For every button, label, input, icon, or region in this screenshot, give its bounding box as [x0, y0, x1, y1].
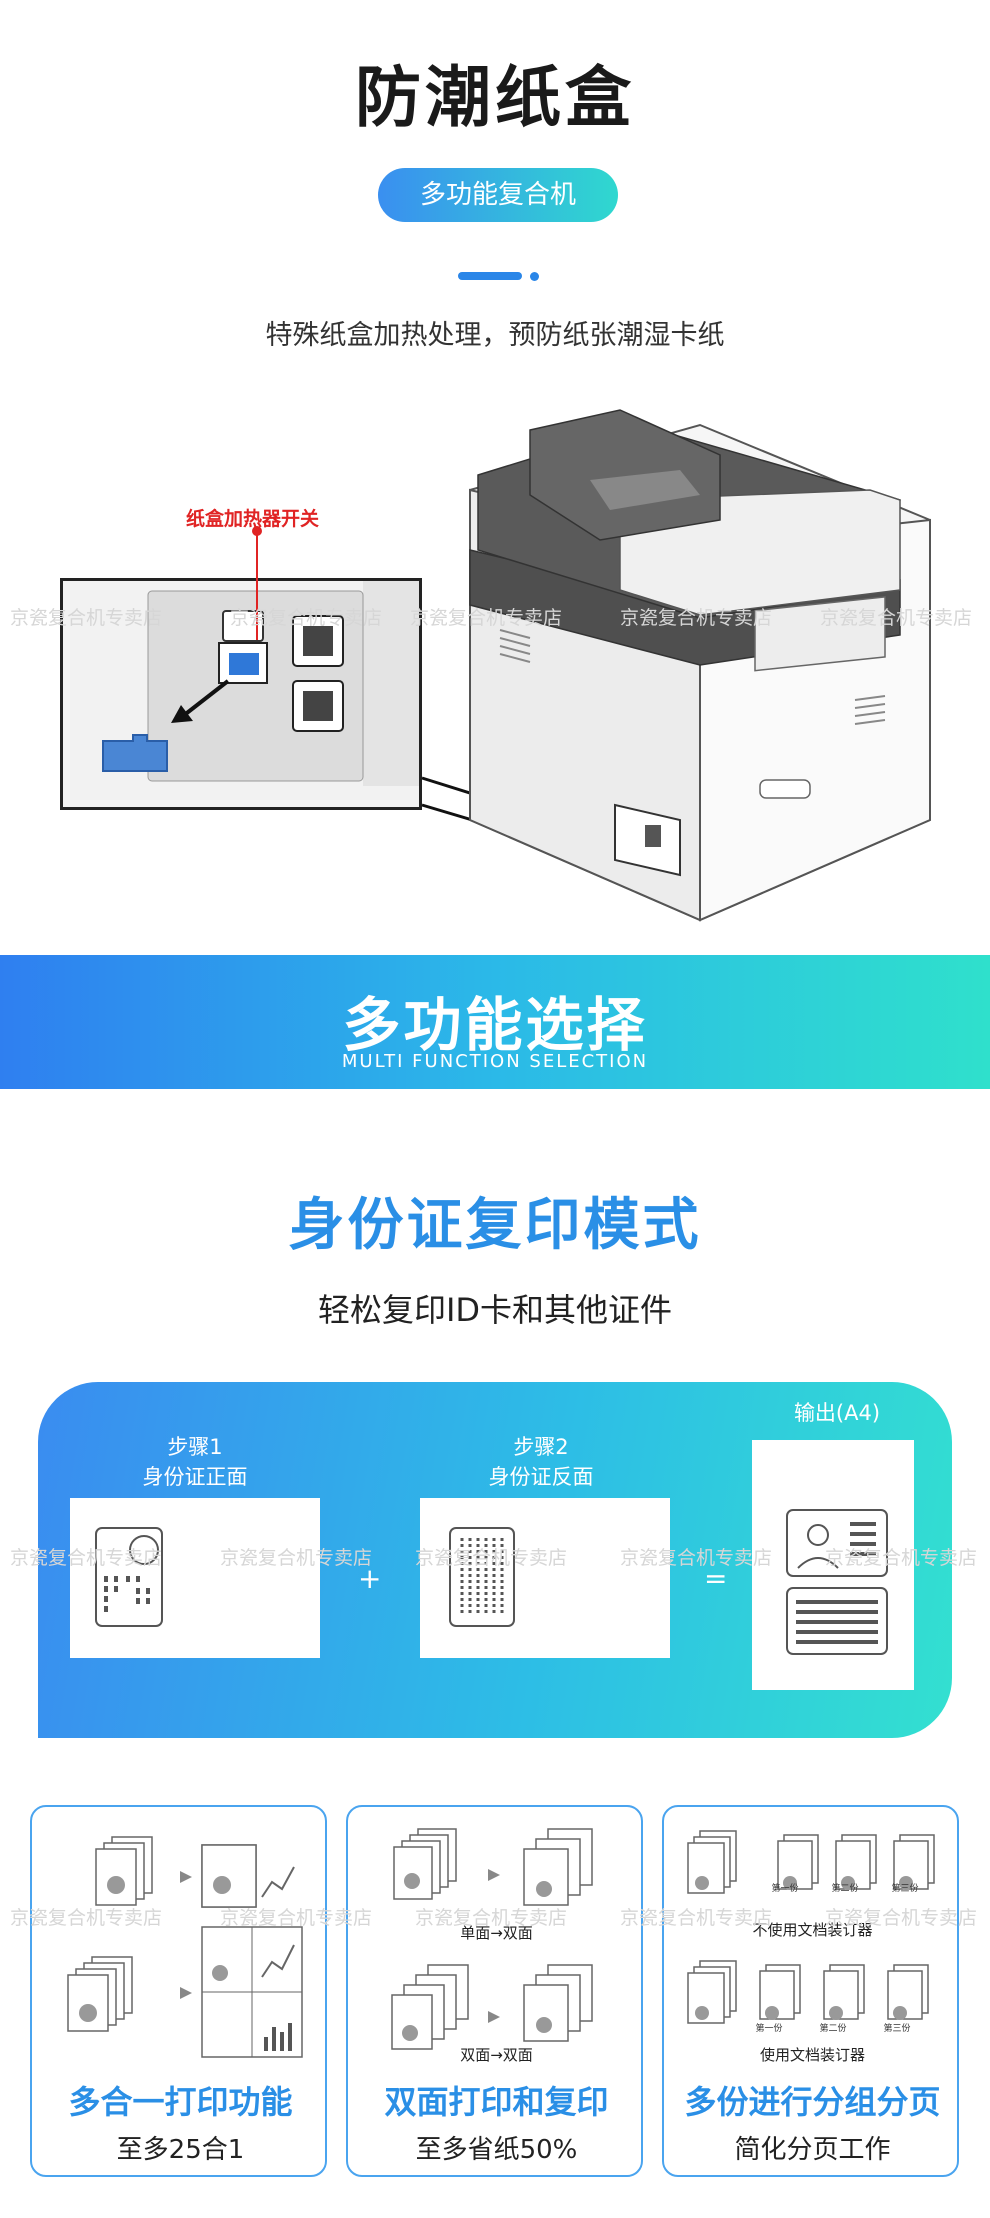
plus-sign: +: [358, 1562, 382, 1595]
page-title: 防潮纸盒: [355, 59, 635, 136]
duplex-caption-1: 单面→双面: [460, 1924, 533, 1942]
feature-subtitle: 至多25合1: [116, 2135, 245, 2165]
feature-title: 双面打印和复印: [384, 2083, 609, 2121]
watermark: 京瓷复合机专卖店: [415, 1907, 568, 1929]
equals-sign: =: [704, 1562, 728, 1595]
watermark: 京瓷复合机专卖店: [820, 607, 973, 629]
watermark: 京瓷复合机专卖店: [10, 607, 163, 629]
watermark: 京瓷复合机专卖店: [415, 1547, 568, 1569]
feature-title: 多份进行分组分页: [684, 2083, 941, 2121]
copy-1-label: 第一份: [755, 2024, 783, 2034]
sort-caption-1: 不使用文档装订器: [752, 1921, 873, 1939]
banner-subtitle: MULTI FUNCTION SELECTION: [341, 1051, 649, 1072]
step1-label: 步骤1 身份证正面: [70, 1432, 320, 1492]
step2-number: 步骤2: [513, 1435, 569, 1459]
sort-no-finisher-icon: [687, 1830, 935, 1894]
banner-title: 多功能选择: [342, 991, 648, 1059]
id-back-card: [420, 1498, 670, 1658]
copy-1-label: 第一份: [771, 1884, 799, 1894]
output-sheet-icon: [786, 1509, 888, 1655]
feature-card-multi-up: 多合一打印功能 至多25合1: [30, 1805, 327, 2177]
watermark: 京瓷复合机专卖店: [825, 1907, 978, 1929]
category-pill: 多功能复合机: [378, 168, 618, 222]
feature-card-duplex: 单面→双面 双面→双面 双面打印和复印 至多省纸50%: [346, 1805, 643, 2177]
watermark: 京瓷复合机专卖店: [220, 1907, 373, 1929]
multi-up-icon: [67, 1836, 303, 2058]
copy-3-label: 第三份: [883, 2024, 911, 2034]
id-front-icon: [95, 1527, 163, 1627]
watermark: 京瓷复合机专卖店: [620, 1907, 773, 1929]
duplex-single-icon: [393, 1828, 593, 1906]
duplex-double-icon: [391, 1964, 593, 2050]
output-a4-sheet: [752, 1440, 914, 1690]
feature-card-sort: 第一份 第二份 第三份 不使用文档装订器 第一份 第二份 第三份 使用文档装订器…: [662, 1805, 959, 2177]
id-copy-subtitle: 轻松复印ID卡和其他证件: [317, 1291, 673, 1329]
step2-desc: 身份证反面: [488, 1465, 594, 1489]
watermark: 京瓷复合机专卖店: [410, 607, 563, 629]
watermark: 京瓷复合机专卖店: [10, 1907, 163, 1929]
watermark: 京瓷复合机专卖店: [620, 607, 773, 629]
copy-2-label: 第二份: [819, 2024, 847, 2034]
heater-switch-label: 纸盒加热器开关: [186, 508, 320, 530]
id-front-card: [70, 1498, 320, 1658]
duplex-caption-2: 双面→双面: [460, 2046, 533, 2064]
sort-finisher-icon: [687, 1960, 929, 2024]
output-label: 输出(A4): [793, 1401, 881, 1425]
sort-caption-2: 使用文档装订器: [759, 2046, 865, 2064]
divider-dash: [458, 272, 522, 280]
watermark: 京瓷复合机专卖店: [825, 1547, 978, 1569]
id-copy-title: 身份证复印模式: [288, 1193, 702, 1258]
divider-dot: [530, 272, 539, 281]
feature-title: 多合一打印功能: [68, 2083, 293, 2121]
id-back-icon: [449, 1527, 515, 1627]
section-banner: [0, 955, 990, 1089]
watermark: 京瓷复合机专卖店: [220, 1547, 373, 1569]
step2-label: 步骤2 身份证反面: [416, 1432, 666, 1492]
printer-illustration: [0, 400, 990, 940]
step1-number: 步骤1: [167, 1435, 223, 1459]
watermark: 京瓷复合机专卖店: [230, 607, 383, 629]
copy-2-label: 第二份: [831, 1884, 859, 1894]
step1-desc: 身份证正面: [142, 1465, 248, 1489]
heater-pointer-dot: [252, 526, 262, 536]
feature-subtitle: 简化分页工作: [734, 2135, 891, 2165]
watermark: 京瓷复合机专卖店: [10, 1547, 163, 1569]
heater-switch-inset: [60, 578, 422, 810]
section-subtitle: 特殊纸盒加热处理，预防纸张潮湿卡纸: [265, 320, 725, 351]
copy-3-label: 第三份: [891, 1884, 919, 1894]
watermark: 京瓷复合机专卖店: [620, 1547, 773, 1569]
feature-subtitle: 至多省纸50%: [415, 2135, 578, 2165]
heater-pointer-line: [256, 530, 258, 640]
